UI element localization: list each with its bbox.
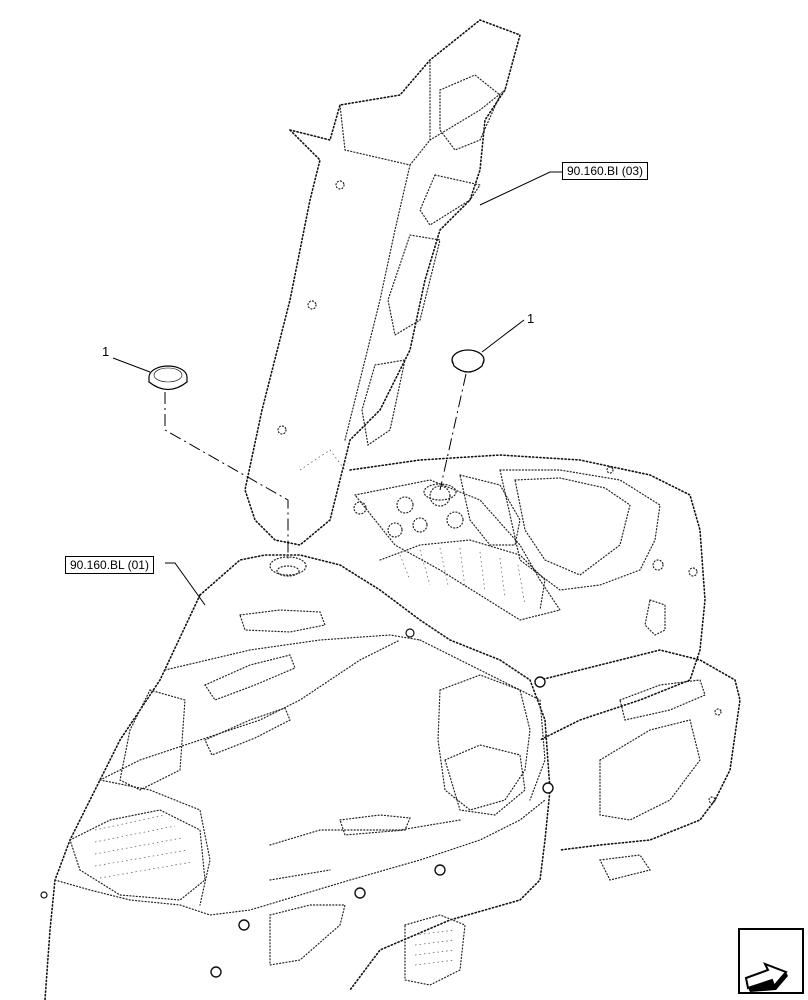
leader-callout-left	[112, 357, 151, 373]
install-line-right	[439, 373, 467, 491]
callout-number-left: 1	[102, 344, 110, 359]
callout-number-right: 1	[527, 311, 535, 326]
leader-ref-left	[165, 562, 206, 606]
lower-shell	[44, 554, 651, 1000]
plug-cap-right	[451, 349, 485, 373]
next-page-arrow-icon[interactable]	[738, 928, 804, 994]
fasteners	[40, 628, 554, 978]
plug-hole-right	[423, 483, 457, 501]
plug-cap-left	[148, 365, 188, 391]
plug-hole-left	[269, 556, 307, 577]
leader-ref-top	[479, 171, 562, 206]
install-line-left	[164, 392, 289, 560]
dashboard-shell	[349, 454, 706, 741]
console-column	[244, 19, 521, 546]
reference-label-left[interactable]: 90.160.BL (01)	[65, 556, 154, 574]
leader-callout-right	[481, 319, 525, 353]
right-fender	[539, 649, 741, 851]
reference-label-top[interactable]: 90.160.BI (03)	[562, 162, 649, 180]
